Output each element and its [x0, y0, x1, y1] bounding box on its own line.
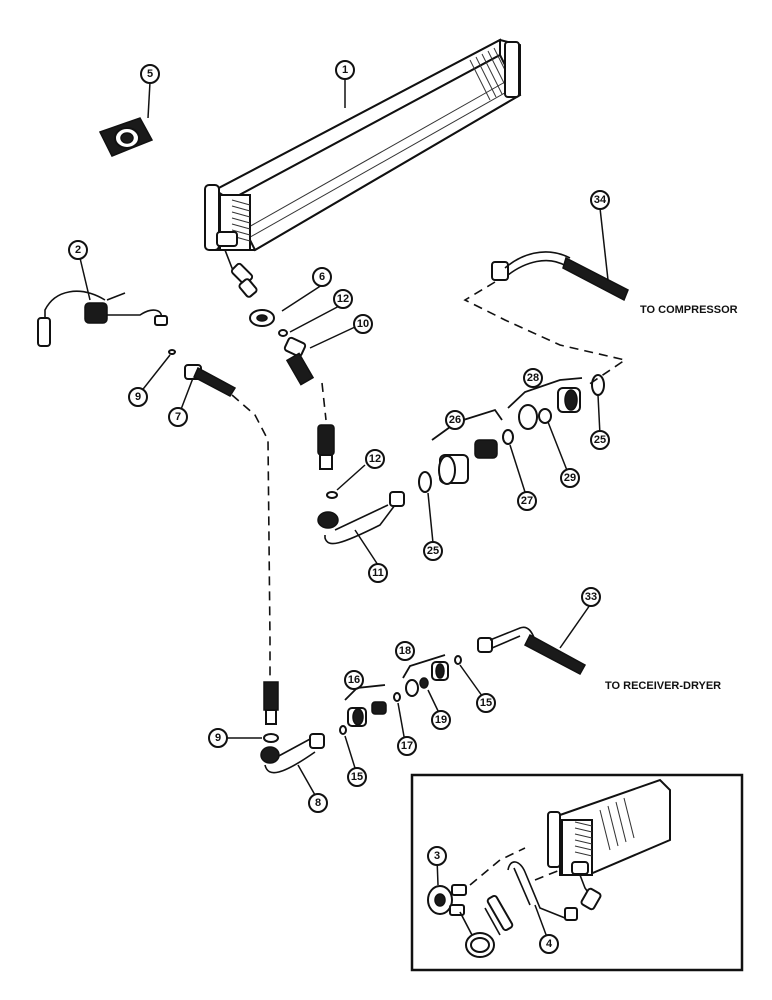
svg-text:5: 5 [147, 68, 153, 80]
svg-text:8: 8 [315, 797, 321, 809]
callout-7: 7 [168, 407, 188, 427]
callout-26: 26 [445, 410, 465, 430]
callout-11: 11 [368, 563, 388, 583]
o-ring-9-lower [263, 733, 279, 743]
fitting-10 [283, 336, 315, 386]
callout-10: 10 [353, 314, 373, 334]
svg-text:28: 28 [527, 372, 539, 384]
inset-detail [410, 773, 744, 972]
callout-19: 19 [431, 710, 451, 730]
callout-5: 5 [140, 64, 160, 84]
callout-6: 6 [312, 267, 332, 287]
svg-text:4: 4 [546, 938, 553, 950]
bracket-18 [402, 654, 446, 679]
svg-text:3: 3 [434, 850, 440, 862]
callout-12-upper: 12 [333, 289, 353, 309]
callout-9-lower: 9 [208, 728, 228, 748]
svg-text:12: 12 [337, 293, 349, 305]
evaporator-core [204, 38, 522, 298]
svg-text:17: 17 [401, 740, 413, 752]
inset-fins [574, 797, 635, 857]
svg-text:11: 11 [372, 567, 384, 579]
callout-33: 33 [581, 587, 601, 607]
route-34-to-28 [463, 281, 627, 386]
svg-text:26: 26 [449, 414, 461, 426]
elbow-tube-11 [317, 491, 405, 545]
fitting-16 [347, 701, 387, 727]
o-ring-9-upper [168, 349, 176, 355]
svg-text:27: 27 [521, 495, 533, 507]
callout-29: 29 [560, 468, 580, 488]
svg-text:15: 15 [351, 771, 363, 783]
svg-text:9: 9 [135, 391, 141, 403]
callout-34: 34 [590, 190, 610, 210]
label-to-receiver-dryer: TO RECEIVER-DRYER [605, 680, 721, 692]
callout-9-upper: 9 [128, 387, 148, 407]
svg-text:29: 29 [564, 472, 576, 484]
callout-1: 1 [335, 60, 355, 80]
bracket-26 [431, 408, 503, 441]
callout-8: 8 [308, 793, 328, 813]
svg-text:6: 6 [319, 271, 325, 283]
route-7-to-8 [231, 394, 271, 680]
svg-text:15: 15 [480, 697, 492, 709]
callout-12-lower: 12 [365, 449, 385, 469]
svg-text:2: 2 [75, 244, 81, 256]
callout-18: 18 [395, 641, 415, 661]
hose-33 [477, 626, 587, 676]
svg-text:19: 19 [435, 714, 447, 726]
callout-25-right: 25 [590, 430, 610, 450]
elbow-8 [260, 733, 325, 774]
svg-text:9: 9 [215, 732, 221, 744]
o-ring-12-lower [326, 491, 338, 499]
svg-text:33: 33 [585, 591, 597, 603]
svg-text:7: 7 [175, 411, 181, 423]
fitting-26 [438, 439, 498, 485]
label-to-compressor: TO COMPRESSOR [640, 304, 738, 316]
svg-text:34: 34 [594, 194, 607, 206]
svg-text:12: 12 [369, 453, 381, 465]
callout-3: 3 [427, 846, 447, 866]
bracket-28 [507, 377, 583, 409]
o-ring-27 [502, 429, 514, 445]
svg-text:16: 16 [348, 674, 360, 686]
svg-text:25: 25 [427, 545, 439, 557]
svg-text:1: 1 [342, 64, 348, 76]
fitting-18 [405, 661, 449, 697]
tube-end-upper [263, 681, 279, 725]
callout-27: 27 [517, 491, 537, 511]
callout-28: 28 [523, 368, 543, 388]
o-ring-15-left [339, 725, 347, 735]
callout-4: 4 [539, 934, 559, 954]
blower-wheel [98, 117, 154, 157]
callout-2: 2 [68, 240, 88, 260]
callout-16: 16 [344, 670, 364, 690]
clamp [249, 309, 275, 327]
fitting-28 [518, 387, 581, 430]
callout-15-left: 15 [347, 767, 367, 787]
svg-text:25: 25 [594, 434, 606, 446]
o-ring-25-left [418, 471, 432, 493]
expansion-valve-assembly [37, 290, 168, 347]
callout-15-right: 15 [476, 693, 496, 713]
svg-text:10: 10 [357, 318, 369, 330]
hose-connector [317, 382, 335, 470]
svg-text:18: 18 [399, 645, 411, 657]
o-ring-12-upper [278, 329, 288, 337]
o-ring-17 [393, 692, 401, 702]
o-ring-25-right [591, 374, 605, 396]
callout-17: 17 [397, 736, 417, 756]
o-ring-15-right [454, 655, 462, 665]
callout-25-left: 25 [423, 541, 443, 561]
